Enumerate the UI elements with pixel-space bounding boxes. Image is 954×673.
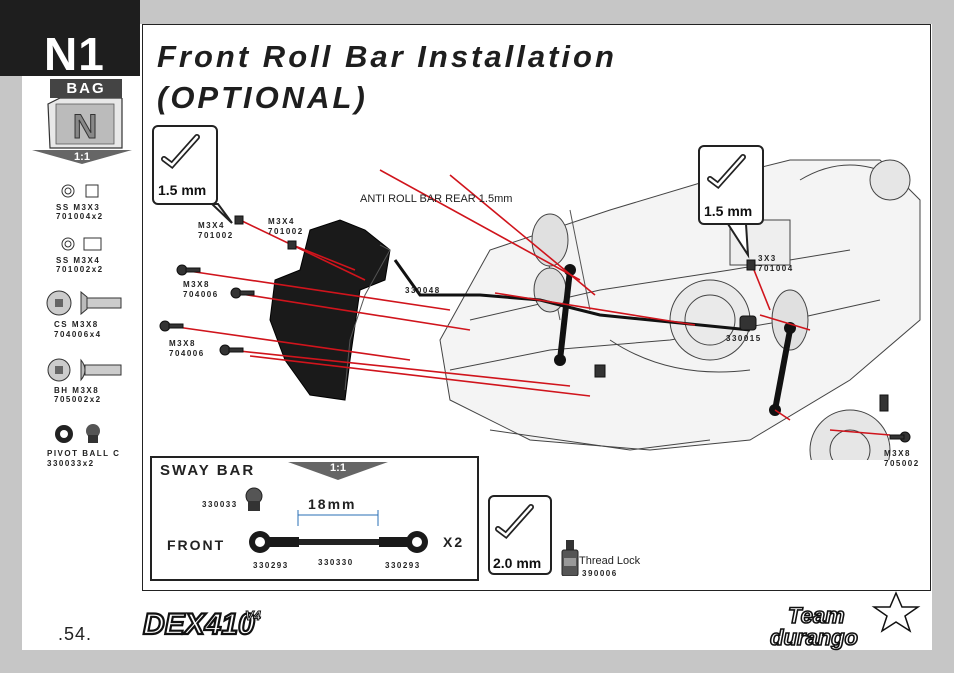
- callout-330015: 330015: [726, 334, 762, 343]
- title-line-1: Front Roll Bar Installation: [157, 39, 617, 74]
- callout-m3x4-a-name: M3X4: [198, 221, 225, 230]
- sway-dimension: 18mm: [308, 496, 357, 512]
- model-name: DEX410: [143, 608, 255, 641]
- anti-roll-bar-label: ANTI ROLL BAR REAR 1.5mm: [360, 193, 513, 205]
- brand-line-1: Team: [788, 603, 845, 628]
- callout-m3x4-b-code: 701002: [268, 227, 304, 236]
- bag-icon: N: [47, 98, 123, 149]
- sway-bar-panel: [150, 456, 479, 581]
- part-cs-m3x8-code: 704006x4: [54, 330, 102, 339]
- cs-m3x8-icon: [46, 290, 122, 316]
- step-tab: [0, 0, 140, 76]
- callout-m3x8-c-name: M3X8: [884, 449, 911, 458]
- callout-3x3-name: 3X3: [758, 254, 777, 263]
- scale-banner: [32, 150, 132, 164]
- part-pivot-ball-code: 330033x2: [47, 459, 95, 468]
- part-ss-m3x3-code: 701004x2: [56, 212, 104, 221]
- team-durango-logo: Team durango: [769, 591, 921, 651]
- hex-size-3: 2.0 mm: [493, 555, 542, 571]
- part-ss-m3x4-code: 701002x2: [56, 265, 104, 274]
- model-version: V4: [245, 608, 262, 623]
- pivot-ball-icon: [55, 424, 100, 443]
- part-bh-m3x8-code: 705002x2: [54, 395, 102, 404]
- hex-size-2: 1.5 mm: [704, 203, 753, 219]
- sway-bar-title: SWAY BAR: [160, 462, 256, 479]
- bh-m3x8-icon: [47, 358, 122, 382]
- sway-part-top: 330033: [202, 500, 238, 509]
- chassis-illustration: [159, 159, 921, 460]
- callout-m3x4-b-name: M3X4: [268, 217, 295, 226]
- hex-tool-box-2: [698, 145, 764, 225]
- sway-part-1: 330293: [253, 561, 289, 570]
- callout-m3x8-c-code: 705002: [884, 459, 920, 468]
- thread-lock-bottle-icon: [561, 540, 579, 576]
- sway-scale-label: 1:1: [330, 462, 346, 474]
- title-line-2: (OPTIONAL): [157, 80, 368, 115]
- step-code: N1: [44, 28, 105, 80]
- part-cs-m3x8-name: CS M3X8: [54, 320, 99, 329]
- scale-label: 1:1: [74, 151, 90, 163]
- bag-letter: N: [73, 108, 98, 146]
- sway-part-3: 330293: [385, 561, 421, 570]
- page-number: .54.: [58, 624, 93, 644]
- callout-m3x8-b-code: 704006: [169, 349, 205, 358]
- callout-m3x8-a-name: M3X8: [183, 280, 210, 289]
- part-bh-m3x8-name: BH M3X8: [54, 386, 100, 395]
- sway-part-2: 330330: [318, 558, 354, 567]
- thread-lock-code: 390006: [582, 569, 618, 578]
- callout-m3x8-b-name: M3X8: [169, 339, 196, 348]
- hex-tool-box-1: [152, 125, 218, 205]
- ss-m3x4-icon: [61, 237, 102, 251]
- ss-m3x3-icon: [61, 184, 99, 198]
- brand-line-2: durango: [770, 625, 858, 650]
- hex-key-icon: [707, 154, 750, 259]
- thread-lock-label: Thread Lock: [579, 555, 641, 567]
- sway-scale-banner: [288, 462, 388, 480]
- callout-330048: 330048: [405, 286, 441, 295]
- hex-key-icon: [495, 504, 534, 540]
- hex-tool-box-3: [488, 495, 552, 575]
- pivot-ball-icon: [245, 487, 263, 511]
- sway-link-drawing: [249, 510, 428, 553]
- part-ss-m3x3-name: SS M3X3: [56, 203, 101, 212]
- part-pivot-ball-name: PIVOT BALL C: [47, 449, 121, 458]
- dex410-logo: DEX410 V4: [142, 607, 262, 642]
- page-title: Front Roll Bar Installation (OPTIONAL): [157, 36, 617, 118]
- callout-m3x8-a-code: 704006: [183, 290, 219, 299]
- callout-3x3-code: 701004: [758, 264, 794, 273]
- callout-m3x4-a-code: 701002: [198, 231, 234, 240]
- bag-label: BAG: [50, 79, 122, 98]
- sway-quantity: X2: [443, 534, 465, 550]
- hex-size-1: 1.5 mm: [158, 182, 207, 198]
- sway-front-label: FRONT: [167, 537, 226, 553]
- hex-key-icon: [161, 134, 233, 224]
- part-ss-m3x4-name: SS M3X4: [56, 256, 101, 265]
